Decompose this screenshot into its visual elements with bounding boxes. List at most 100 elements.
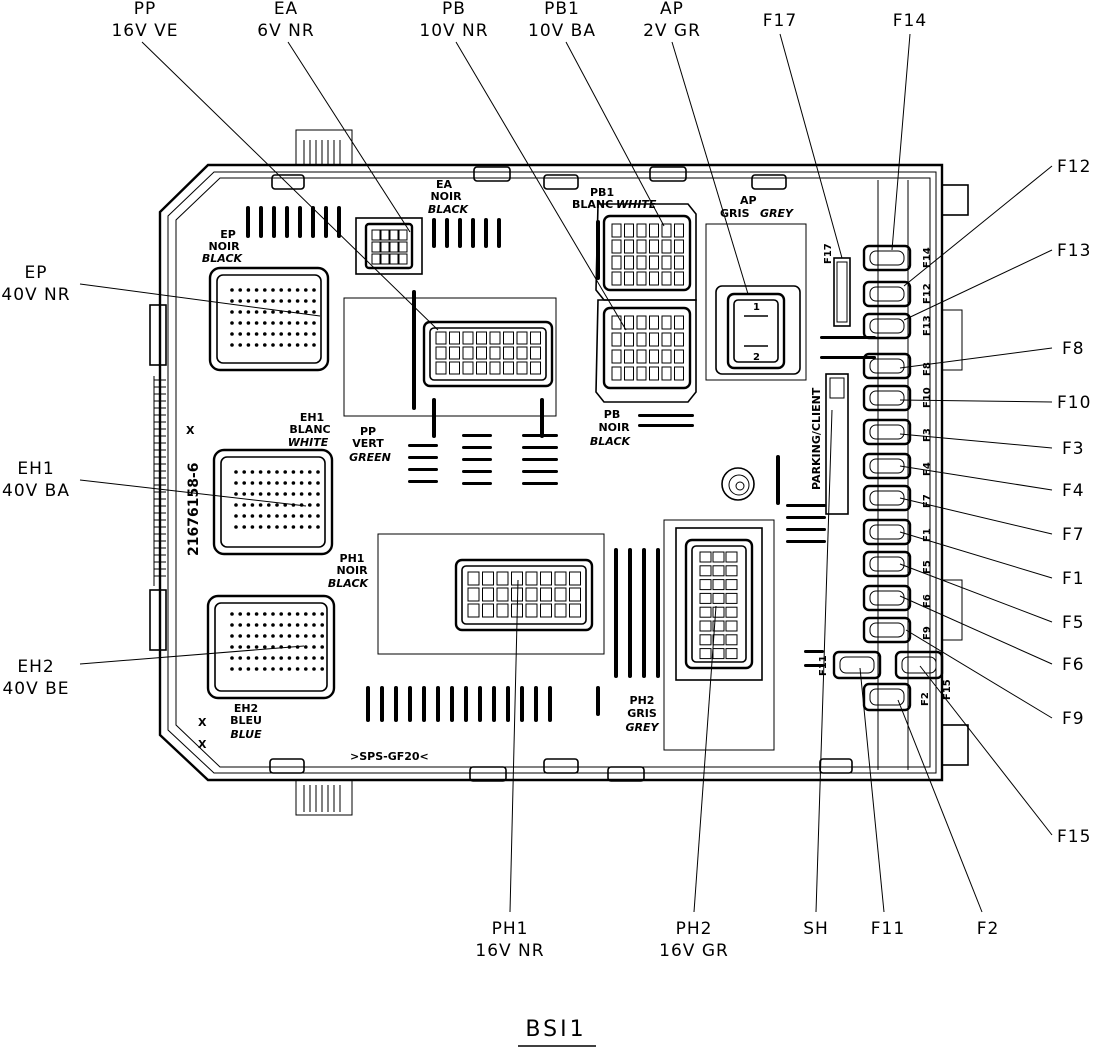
fuse-label-f8: F8 (922, 362, 933, 376)
board-label-ap: AP GRIS GREY (720, 194, 794, 220)
callout-f10: F10 (1057, 393, 1091, 413)
svg-text:PH1: PH1 (340, 552, 365, 565)
svg-text:40V BA: 40V BA (2, 481, 70, 501)
svg-text:EH1: EH1 (17, 459, 54, 479)
svg-text:2V GR: 2V GR (643, 21, 701, 41)
svg-text:PH1: PH1 (492, 919, 529, 939)
ap-pin-1-label: 1 (753, 302, 760, 313)
svg-text:WHITE: WHITE (288, 436, 329, 449)
leader-lines (79, 33, 1053, 913)
part-number-label: 21676158-6 (186, 463, 202, 556)
vent-slots (246, 206, 876, 722)
connector-ea (355, 217, 423, 275)
connector-ap: 1 2 (705, 223, 807, 381)
callout-f3: F3 (1062, 439, 1085, 459)
callout-f17: F17 (763, 11, 797, 31)
svg-text:AP: AP (740, 194, 757, 207)
svg-text:EP: EP (220, 228, 236, 241)
callout-ph1: PH1 16V NR (475, 919, 544, 961)
callout-f5: F5 (1062, 613, 1085, 633)
marker-x: X (186, 424, 195, 437)
fuse-label-f14: F14 (922, 247, 933, 268)
fuse-label-f4: F4 (922, 462, 933, 476)
ap-pin-2-label: 2 (753, 352, 760, 363)
svg-text:GREY: GREY (626, 721, 660, 734)
parking-client-label: PARKING/CLIENT (810, 387, 823, 490)
svg-text:BLANC: BLANC (572, 198, 613, 211)
callout-ep: EP 40V NR (1, 263, 70, 305)
svg-text:40V NR: 40V NR (1, 285, 70, 305)
fuse-label-f3: F3 (922, 428, 933, 442)
connector-eh1 (212, 448, 334, 556)
callout-eh2: EH2 40V BE (2, 657, 69, 699)
svg-text:EA: EA (436, 178, 453, 191)
fuse-label-f13: F13 (922, 315, 933, 336)
svg-text:EP: EP (25, 263, 48, 283)
board-label-eh2: EH2 BLEU BLUE (230, 702, 262, 741)
callout-f8: F8 (1062, 339, 1085, 359)
fuse-f15-board-label: F15 (942, 679, 953, 700)
svg-text:EH1: EH1 (300, 411, 324, 424)
svg-text:EA: EA (274, 0, 298, 19)
connector-ph1 (377, 533, 605, 655)
svg-text:GREEN: GREEN (349, 451, 391, 464)
callout-f15: F15 (1057, 827, 1091, 847)
svg-text:BLACK: BLACK (590, 435, 632, 448)
svg-text:PB: PB (442, 0, 466, 19)
fuse-label-f12: F12 (922, 283, 933, 304)
fuse-label-f5: F5 (922, 560, 933, 574)
svg-text:NOIR: NOIR (430, 190, 462, 203)
fuse-label-f7: F7 (922, 494, 933, 508)
svg-text:PB: PB (604, 408, 620, 421)
callout-pp: PP 16V VE (111, 0, 177, 41)
svg-text:AP: AP (660, 0, 684, 19)
housing-outline (149, 129, 969, 816)
board-label-pp: PP VERT GREEN (349, 425, 391, 464)
callout-pb1: PB1 10V BA (528, 0, 596, 41)
callout-f9: F9 (1062, 709, 1085, 729)
svg-text:NOIR: NOIR (336, 564, 368, 577)
board-label-eh1: EH1 BLANC WHITE (288, 411, 331, 449)
fuse-label-f1: F1 (922, 528, 933, 542)
spiral-mark (721, 467, 755, 501)
callout-pb: PB 10V NR (419, 0, 488, 41)
connector-ep (208, 266, 330, 372)
fuse-label-f9: F9 (922, 626, 933, 640)
fuse-label-f10: F10 (922, 387, 933, 408)
svg-text:GRIS: GRIS (720, 207, 750, 220)
marker-x-2: X (198, 738, 207, 751)
svg-text:BLACK: BLACK (202, 252, 244, 265)
board-label-pb: PB NOIR BLACK (590, 408, 632, 448)
connector-eh2 (206, 594, 336, 700)
svg-text:PB1: PB1 (544, 0, 580, 19)
connector-pb1 (595, 203, 697, 301)
callout-f12: F12 (1057, 157, 1091, 177)
svg-text:PH2: PH2 (630, 694, 655, 707)
svg-text:10V BA: 10V BA (528, 21, 596, 41)
svg-text:EH2: EH2 (17, 657, 54, 677)
svg-text:PP: PP (134, 0, 157, 19)
svg-text:BLEU: BLEU (230, 714, 262, 727)
board-label-ep: EP NOIR BLACK (202, 228, 244, 265)
svg-text:40V BE: 40V BE (2, 679, 69, 699)
callout-f6: F6 (1062, 655, 1085, 675)
fuse-f17: F17 (823, 243, 851, 327)
fuse-f11: F11 (818, 650, 882, 680)
callout-eh1: EH1 40V BA (2, 459, 70, 501)
svg-text:VERT: VERT (352, 437, 384, 450)
svg-text:PB1: PB1 (590, 186, 614, 199)
callout-sh: SH (803, 919, 829, 939)
svg-text:BLACK: BLACK (328, 577, 370, 590)
svg-text:16V NR: 16V NR (475, 941, 544, 961)
callout-f1: F1 (1062, 569, 1085, 589)
svg-text:GREY: GREY (760, 207, 794, 220)
connector-pb (595, 299, 697, 403)
svg-text:BLANC: BLANC (289, 423, 330, 436)
svg-text:BLACK: BLACK (428, 203, 470, 216)
fuse-label-f6: F6 (922, 594, 933, 608)
callout-f13: F13 (1057, 241, 1091, 261)
svg-text:10V NR: 10V NR (419, 21, 488, 41)
fuse-f17-board-label: F17 (823, 243, 834, 264)
